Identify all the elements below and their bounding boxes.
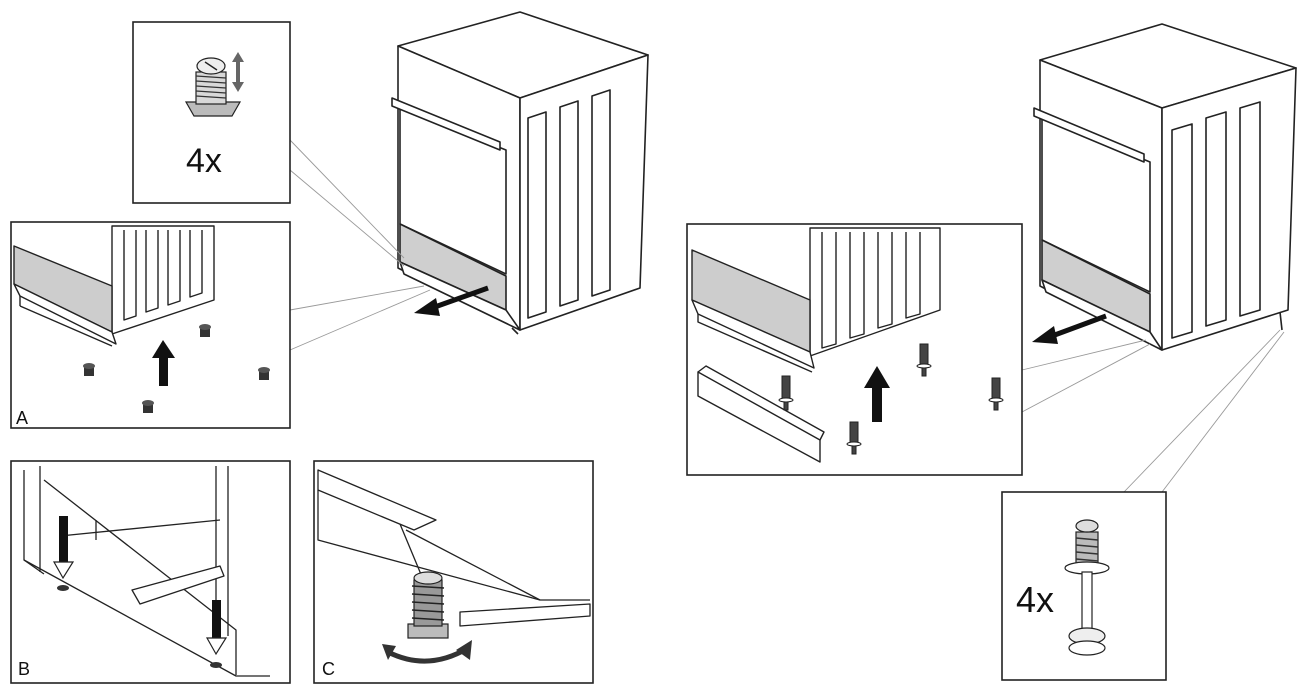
adjustable-foot-icon — [184, 57, 242, 117]
left-quantity-label: 4x — [186, 142, 222, 180]
push-arrow-icon — [864, 366, 890, 422]
foot-callout-right: 4x — [1001, 491, 1167, 681]
panel-b-label: B — [18, 659, 30, 679]
panel-c-label: C — [322, 659, 335, 679]
adjustable-foot-icon — [407, 571, 449, 639]
panel-b: B — [10, 460, 291, 684]
panel-a: A — [10, 221, 291, 429]
left-cooker — [391, 11, 649, 335]
right-cooker — [1033, 23, 1297, 351]
foot-bolt-icon — [1064, 519, 1110, 656]
pull-out-arrow-right-icon — [1032, 313, 1107, 344]
foot-callout-left: 4x — [132, 21, 291, 204]
panel-c: C — [313, 460, 594, 684]
panel-right-install — [686, 223, 1023, 476]
adjustable-foot-icon — [83, 324, 270, 413]
right-quantity-label: 4x — [1016, 579, 1054, 620]
push-arrow-icon — [52, 516, 228, 656]
panel-a-label: A — [16, 408, 28, 428]
pull-out-arrow-left-icon — [414, 285, 489, 316]
rotate-arrow-icon — [382, 640, 472, 664]
push-arrow-icon — [152, 340, 175, 386]
foot-bolt-icon — [778, 343, 1004, 455]
up-down-arrow-icon — [232, 52, 244, 92]
